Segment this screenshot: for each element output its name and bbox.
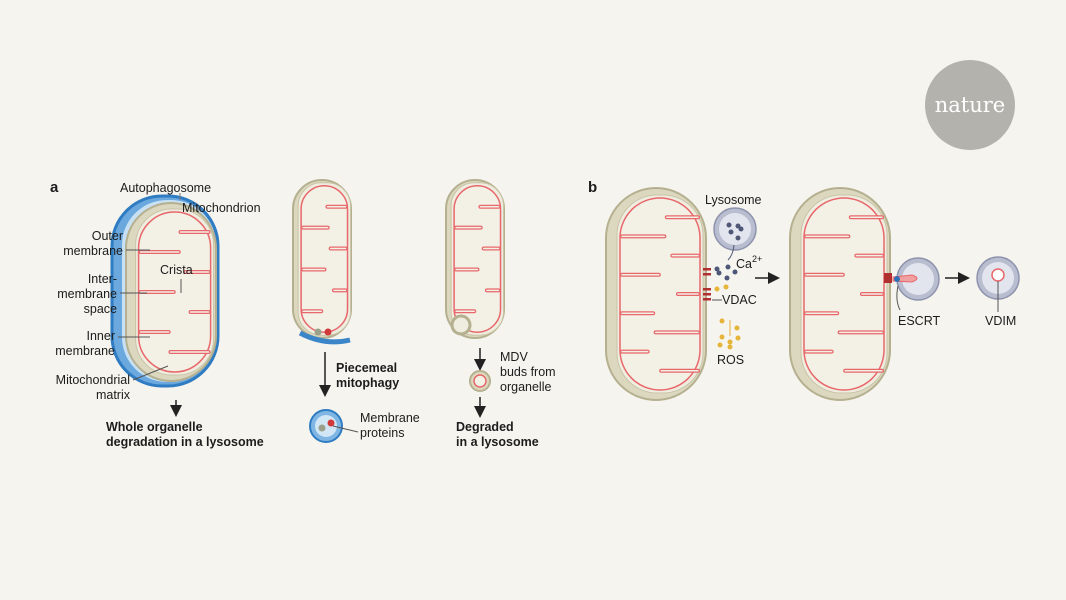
- svg-text:Mitochondrial: Mitochondrial: [56, 373, 130, 387]
- label-vdac: VDAC: [722, 293, 757, 307]
- lysosome: [713, 207, 757, 251]
- autophagosome-with-proteins: [309, 409, 343, 443]
- svg-text:Degraded: Degraded: [456, 420, 514, 434]
- mdv-mitochondrion: [445, 179, 505, 339]
- svg-text:membrane: membrane: [55, 344, 115, 358]
- svg-text:Piecemeal: Piecemeal: [336, 361, 397, 375]
- budding-mdv: [450, 314, 472, 336]
- svg-text:in a lysosome: in a lysosome: [456, 435, 539, 449]
- svg-text:degradation in a lysosome: degradation in a lysosome: [106, 435, 264, 449]
- label-whole-organelle-degradation: Whole organelle degradation in a lysosom…: [106, 420, 264, 449]
- label-inner-membrane: Inner membrane: [55, 329, 115, 358]
- label-mdv-buds: MDV buds from organelle: [500, 350, 556, 394]
- svg-text:membrane: membrane: [63, 244, 123, 258]
- whole-organelle-mitochondrion: [110, 194, 220, 388]
- label-crista: Crista: [160, 263, 193, 277]
- label-piecemeal-mitophagy: Piecemeal mitophagy: [336, 361, 399, 390]
- label-mitochondrion: Mitochondrion: [182, 201, 261, 215]
- calcium-ions: [714, 264, 738, 281]
- svg-text:Outer: Outer: [92, 229, 123, 243]
- svg-text:space: space: [84, 302, 117, 316]
- label-intermembrane-space: Inter- membrane space: [57, 272, 117, 316]
- svg-text:matrix: matrix: [96, 388, 131, 402]
- nature-logo: nature: [925, 60, 1015, 150]
- label-escrt: ESCRT: [898, 314, 941, 328]
- svg-text:Inner: Inner: [87, 329, 116, 343]
- inner-membrane: [453, 185, 502, 333]
- phagophore-arc: [298, 330, 351, 345]
- membrane-protein-gray: [314, 328, 322, 336]
- svg-text:proteins: proteins: [360, 426, 404, 440]
- svg-text:membrane: membrane: [57, 287, 117, 301]
- svg-text:organelle: organelle: [500, 380, 551, 394]
- panel-a-label: a: [50, 179, 59, 196]
- mitochondrion-stressed: [605, 187, 707, 401]
- piecemeal-mitochondrion: [292, 179, 352, 339]
- ros-particles: [714, 284, 741, 350]
- vdac-channels: [703, 268, 711, 301]
- svg-text:MDV: MDV: [500, 350, 528, 364]
- label-mitochondrial-matrix: Mitochondrial matrix: [56, 373, 131, 402]
- svg-text:mitophagy: mitophagy: [336, 376, 399, 390]
- membrane-protein-red: [324, 328, 332, 336]
- label-degraded-lysosome: Degraded in a lysosome: [456, 420, 539, 449]
- mitochondrion-derived: [789, 187, 891, 401]
- panel-b-label: b: [588, 179, 597, 196]
- label-ca: Ca2+: [736, 254, 762, 271]
- label-lysosome: Lysosome: [705, 193, 762, 207]
- label-ros: ROS: [717, 353, 744, 367]
- budding-vesicle: [884, 257, 940, 301]
- svg-text:buds from: buds from: [500, 365, 556, 379]
- logo-text: nature: [935, 93, 1005, 117]
- label-vdim: VDIM: [985, 314, 1016, 328]
- label-autophagosome: Autophagosome: [120, 181, 211, 195]
- label-membrane-proteins: Membrane proteins: [360, 411, 420, 440]
- svg-text:Membrane: Membrane: [360, 411, 420, 425]
- inner-membrane: [300, 185, 349, 333]
- mdv-vesicle: [469, 370, 491, 392]
- label-outer-membrane: Outer membrane: [63, 229, 123, 258]
- svg-text:Inter-: Inter-: [88, 272, 117, 286]
- svg-text:Whole organelle: Whole organelle: [106, 420, 203, 434]
